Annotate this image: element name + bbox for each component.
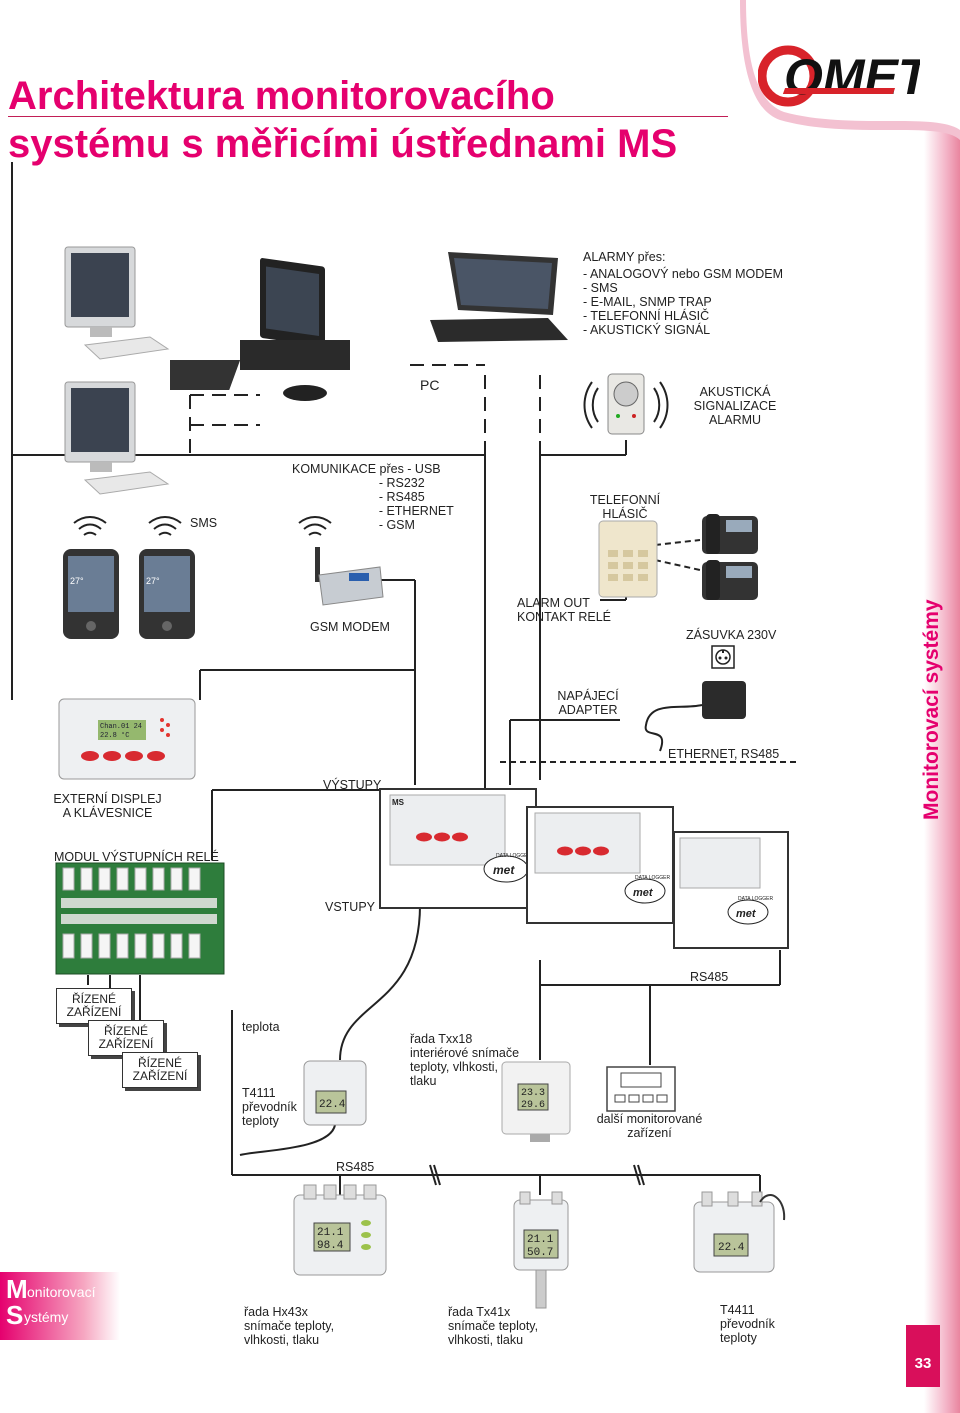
svg-text:50.7: 50.7 [527,1247,553,1259]
t4411-transmitter: 22.4 [693,1191,786,1273]
wireless-icon [298,516,332,536]
power-adapter-icon [644,681,746,752]
gsm-modem-icon [315,547,384,606]
svg-text:29.6: 29.6 [521,1100,545,1111]
phone-dialer-label: TELEFONNÍ HLÁSIČ [589,493,661,521]
acoustic-label: AKUSTICKÁ SIGNALIZACE ALARMU [693,385,777,427]
communication-label: KOMUNIKACE přes - USB - RS232 - RS485 - … [292,462,454,532]
laptop-icon [430,252,568,342]
relay-module-label: MODUL VÝSTUPNÍCH RELÉ [54,850,219,864]
svg-text:met: met [633,887,654,899]
svg-text:22.8 °C: 22.8 °C [100,731,129,740]
desktop-pc-icon [170,258,350,401]
alarm-item: - TELEFONNÍ HLÁSIČ [583,309,710,323]
pc-label: PC [420,377,440,393]
alarm-item: - ANALOGOVÝ nebo GSM MODEM [583,267,784,281]
alarm-item: - SMS [583,281,618,295]
svg-text:21.1: 21.1 [527,1234,554,1246]
ethernet-label: ETHERNET, RS485 [668,747,780,761]
inputs-label: VSTUPY [325,900,376,914]
tx41x-sensor: 21.1 50.7 [513,1191,569,1309]
siren-icon [583,373,669,435]
comet-logo: OMET [758,45,920,107]
controlled-device-1: ŘÍZENÉ ZAŘÍZENÍ [56,988,132,1024]
svg-text:DATA LOGGER: DATA LOGGER [635,875,670,881]
svg-text:27°: 27° [70,576,84,586]
socket-label: ZÁSUVKA 230V [686,628,777,642]
svg-text:MS: MS [392,798,405,807]
other-device-icon [606,1066,676,1112]
svg-text:23.3: 23.3 [521,1088,545,1099]
svg-text:21.1: 21.1 [317,1227,344,1239]
alarm-out-label: ALARM OUT KONTAKT RELÉ [517,596,612,624]
adapter-label: NAPÁJECÍ ADAPTER [557,689,619,717]
desk-phone-icon [702,560,758,600]
svg-text:DATA LOGGER: DATA LOGGER [496,853,531,859]
rs485-bottom-label: RS485 [336,1160,375,1174]
t4111-transmitter: 22.4 [303,1060,367,1126]
svg-text:DATA LOGGER: DATA LOGGER [738,896,773,902]
svg-text:met: met [493,863,515,877]
external-display-panel: Chan.01 24 22.8 °C [58,698,196,780]
wireless-icon [73,516,107,536]
alarms-heading: ALARMY přes: [583,250,666,264]
t4411-label: T4411 převodník teploty [720,1303,775,1345]
hx43x-label: řada Hx43x snímače teploty, vlhkosti, tl… [244,1305,335,1347]
txx18-sensor: 23.3 29.6 [501,1061,571,1142]
alarm-item: - AKUSTICKÝ SIGNÁL [583,323,711,337]
power-socket-icon [711,645,735,669]
svg-text:22.4: 22.4 [718,1242,745,1254]
ms-unit-1: met DATA LOGGER MS [379,788,537,909]
svg-text:27°: 27° [146,576,160,586]
sms-label: SMS [190,516,218,530]
svg-text:met: met [736,908,757,920]
txx18-label: řada Txx18 interiérové snímače teploty, … [410,1032,520,1088]
monitoring-systems-badge: M onitorovací S ystémy [0,1272,120,1340]
svg-text:98.4: 98.4 [317,1240,344,1252]
controlled-device-2: ŘÍZENÉ ZAŘÍZENÍ [88,1020,164,1056]
desk-phone-icon [702,514,758,554]
svg-text:22.4: 22.4 [319,1099,346,1111]
svg-text:Chan.01 24: Chan.01 24 [100,723,142,731]
gsm-modem-label: GSM MODEM [310,620,390,634]
wireless-icon [148,516,182,536]
alarm-item: - E-MAIL, SNMP TRAP [583,295,712,309]
sidebar-gradient [924,0,960,1413]
external-display-label: EXTERNÍ DISPLEJ A KLÁVESNICE [53,792,162,820]
monitor-icon [64,246,170,360]
tx41x-label: řada Tx41x snímače teploty, vlhkosti, tl… [448,1305,539,1347]
t4111-label: T4111 převodník teploty [242,1086,297,1128]
smartphone-icon: 27° [63,549,119,639]
phone-dialer-icon [598,520,658,598]
page-title: Architektura monitorovacího systému s mě… [8,74,678,166]
temperature-label: teplota [242,1020,280,1034]
rs485-right-label: RS485 [690,970,729,984]
smartphone-icon: 27° [139,549,195,639]
ms-unit-2: met DATA LOGGER [526,806,674,924]
title-underline [8,116,728,117]
hx43x-sensor: 21.1 98.4 [293,1184,387,1276]
controlled-device-3: ŘÍZENÉ ZAŘÍZENÍ [122,1052,198,1088]
relay-module-board [55,862,225,975]
page-number: 33 [906,1325,940,1387]
monitor-icon [64,381,170,495]
ms-unit-3: met DATA LOGGER [673,831,789,949]
other-devices-label: další monitorované zařízení [596,1112,703,1140]
outputs-label: VÝSTUPY [323,778,382,792]
svg-text:OMET: OMET [784,49,920,105]
